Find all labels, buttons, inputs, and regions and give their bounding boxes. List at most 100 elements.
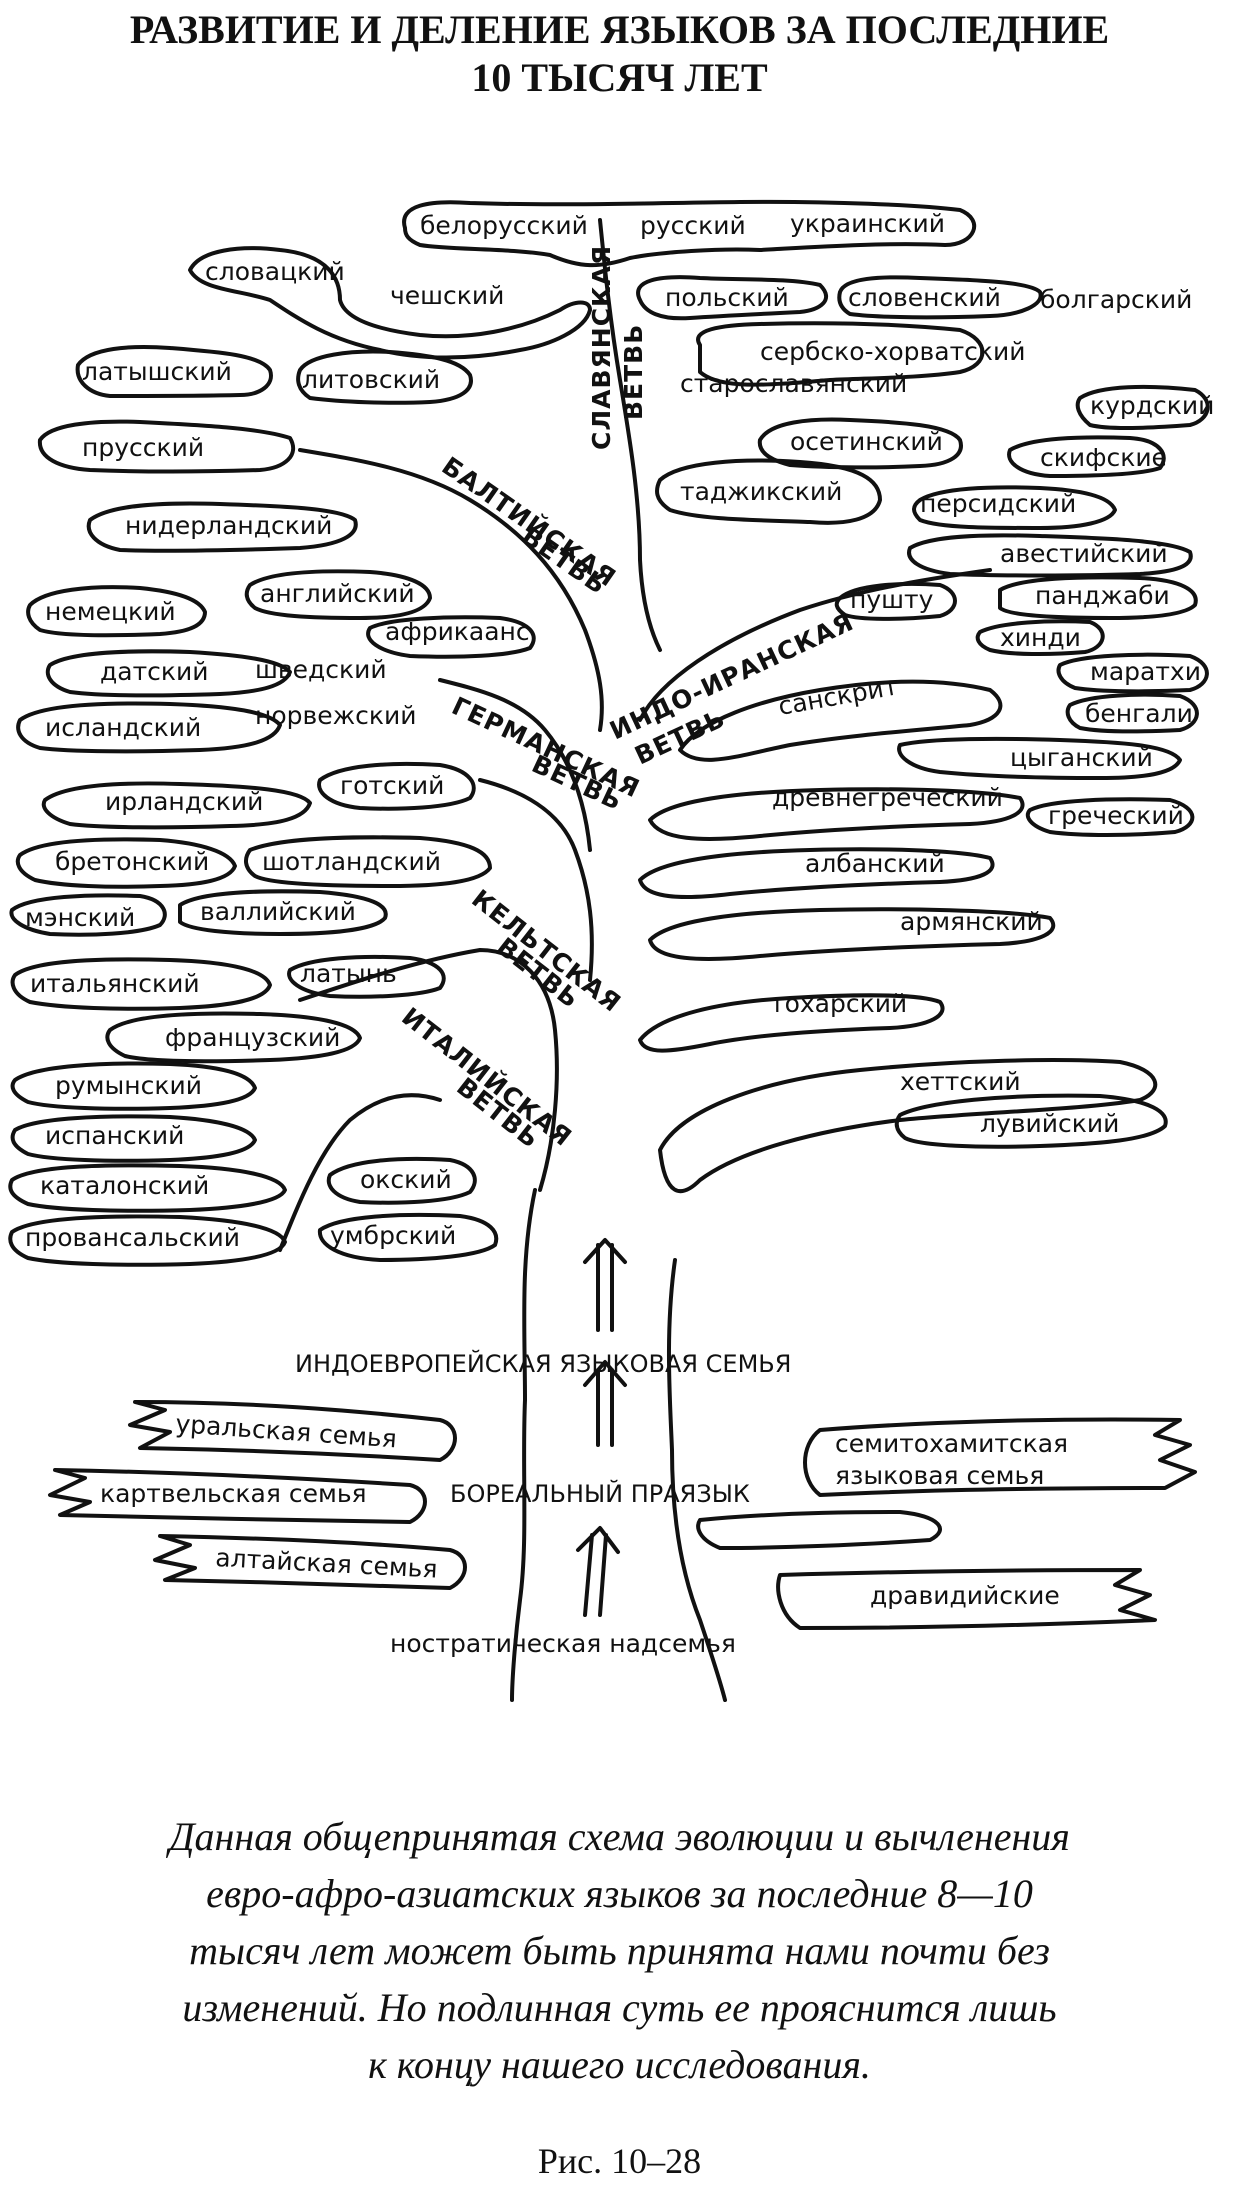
lang-spanish: испанский (45, 1121, 184, 1150)
lang-russian: русский (640, 211, 746, 240)
trunk-left-line (510, 1188, 537, 1702)
lang-lithuanian: литовский (302, 365, 440, 394)
hindi-shape (975, 619, 1105, 657)
lang-sanskrit: санскрит (776, 671, 900, 721)
family-boreal: БОРЕАЛЬНЫЙ ПРАЯЗЫК (450, 1479, 750, 1508)
lang-gothic: готский (340, 771, 444, 800)
lang-romanian: румынский (55, 1071, 202, 1100)
lang-serbocroatian: сербско-хорватский (760, 337, 1026, 366)
kartvelian-ribbon (48, 1468, 427, 1524)
latvian-shape (75, 345, 273, 398)
serbian-shape (696, 321, 985, 387)
kurdish-shape (1075, 384, 1210, 431)
language-tree-diagram: белорусский русский украинский словацкий… (8, 199, 1214, 1702)
lang-hindi: хинди (1000, 623, 1081, 652)
afrikaans-shape (366, 615, 536, 659)
slavic-shape-2 (188, 246, 592, 360)
lang-kurdish: курдский (1090, 391, 1214, 420)
lang-tajik: таджикский (680, 477, 842, 506)
polish-shape (636, 275, 829, 321)
lang-umbrian: умбрский (330, 1221, 456, 1250)
lang-ukrainian: украинский (790, 209, 945, 238)
family-semitohamitic-line-1: семитохамитская (835, 1429, 1068, 1458)
semitohamitic-ribbon (803, 1417, 1197, 1497)
tree-outline (8, 199, 1210, 1702)
title-line-1: РАЗВИТИЕ И ДЕЛЕНИЕ ЯЗЫКОВ ЗА ПОСЛЕДНИЕ (129, 7, 1110, 52)
family-dravidian: дравидийские (870, 1581, 1060, 1610)
bengali-shape (1065, 692, 1199, 734)
lang-hittite: хеттский (900, 1067, 1021, 1096)
branch-slavic-line-1: СЛАВЯНСКАЯ (587, 245, 616, 450)
lang-pashto: пушту (850, 585, 934, 614)
arrow-up-3 (576, 1526, 620, 1617)
breton-shape (15, 837, 237, 889)
branch-italic-line-1: ИТАЛИЙСКАЯ (396, 1002, 577, 1152)
italian-shape (10, 957, 272, 1011)
caption-line-3: тысяч лет может быть принята нами почти … (189, 1928, 1050, 1973)
lang-scythian: скифские (1040, 443, 1167, 472)
germanic-languages: нидерландский английский немецкий африка… (45, 511, 530, 800)
lang-ancient-greek: древнегреческий (772, 783, 1003, 812)
romani-shape (897, 736, 1182, 780)
lang-afrikaans: африкаанс (385, 617, 530, 646)
family-uralic: уральская семья (175, 1409, 398, 1453)
lang-ossetian: осетинский (790, 427, 943, 456)
lang-icelandic: исландский (45, 713, 201, 742)
lang-latvian: латышский (82, 357, 232, 386)
lang-manx: мэнский (25, 903, 135, 932)
lang-latin: латынь (300, 959, 397, 988)
family-kartvelian: картвельская семья (100, 1479, 367, 1508)
italic-lower-branch (278, 1093, 442, 1252)
uralic-ribbon (128, 1400, 457, 1462)
lang-persian: персидский (920, 489, 1076, 518)
italic-languages: итальянский латынь французский румынский… (25, 959, 456, 1252)
lang-slovak: словацкий (205, 257, 345, 286)
branch-slavic-line-2: ВЕТВЬ (619, 324, 648, 420)
lang-oscan: окский (360, 1165, 452, 1194)
family-indoeuropean: ИНДОЕВРОПЕЙСКАЯ ЯЗЫКОВАЯ СЕМЬЯ (295, 1349, 791, 1378)
caption-line-4: изменений. Но подлинная суть ее прояснит… (182, 1985, 1057, 2030)
family-altaic: алтайская семья (215, 1543, 439, 1584)
lang-old-church-slavonic: старославянский (680, 369, 907, 398)
caption-line-5: к концу нашего исследования. (368, 2042, 871, 2087)
arrow-up-1 (583, 1238, 627, 1332)
baltic-languages: латышский литовский прусский (82, 357, 440, 462)
armenian-shape (648, 907, 1056, 961)
family-nostratic: ностратическая надсемья (390, 1629, 736, 1658)
figure-label: Рис. 10–28 (537, 2141, 702, 2181)
germanic-stem (438, 678, 592, 852)
lang-polish: польский (665, 283, 789, 312)
dravidian-ribbon (776, 1568, 1157, 1630)
manx-shape (9, 893, 167, 937)
romanian-shape (10, 1061, 257, 1111)
baltic-stem (298, 448, 604, 732)
slavic-shape-top (402, 199, 977, 268)
hittite-shape (658, 1058, 1158, 1194)
celtic-languages: ирландский бретонский шотландский мэнски… (25, 787, 441, 932)
marathi-shape (1056, 652, 1209, 694)
lang-greek: греческий (1048, 801, 1184, 830)
lang-irish: ирландский (105, 787, 263, 816)
lang-romani: цыганский (1010, 743, 1153, 772)
lang-bulgarian: болгарский (1040, 285, 1192, 314)
branch-indoiranian-line-1: ИНДО-ИРАНСКАЯ (605, 607, 858, 746)
scythian-shape (1007, 435, 1166, 478)
german-shape (26, 585, 207, 638)
irish-shape (41, 781, 312, 830)
lang-norwegian: норвежский (255, 701, 417, 730)
lang-catalan: каталонский (40, 1171, 209, 1200)
family-semitohamitic-line-2: языковая семья (835, 1461, 1044, 1490)
lang-tocharian: тохарский (770, 989, 907, 1018)
french-shape (105, 1011, 362, 1064)
lang-german: немецкий (45, 597, 176, 626)
spanish-shape (10, 1114, 257, 1163)
prussian-shape (37, 419, 296, 474)
luwian-shape (894, 1093, 1168, 1149)
caption-line-1: Данная общепринятая схема эволюции и выч… (169, 1814, 1070, 1859)
punjabi-shape (998, 575, 1198, 620)
trunk-right-line (666, 1258, 727, 1702)
greek-shape (1025, 797, 1195, 837)
lang-swedish: шведский (255, 655, 387, 684)
welsh-shape (178, 889, 388, 936)
lang-punjabi: панджаби (1035, 581, 1170, 610)
